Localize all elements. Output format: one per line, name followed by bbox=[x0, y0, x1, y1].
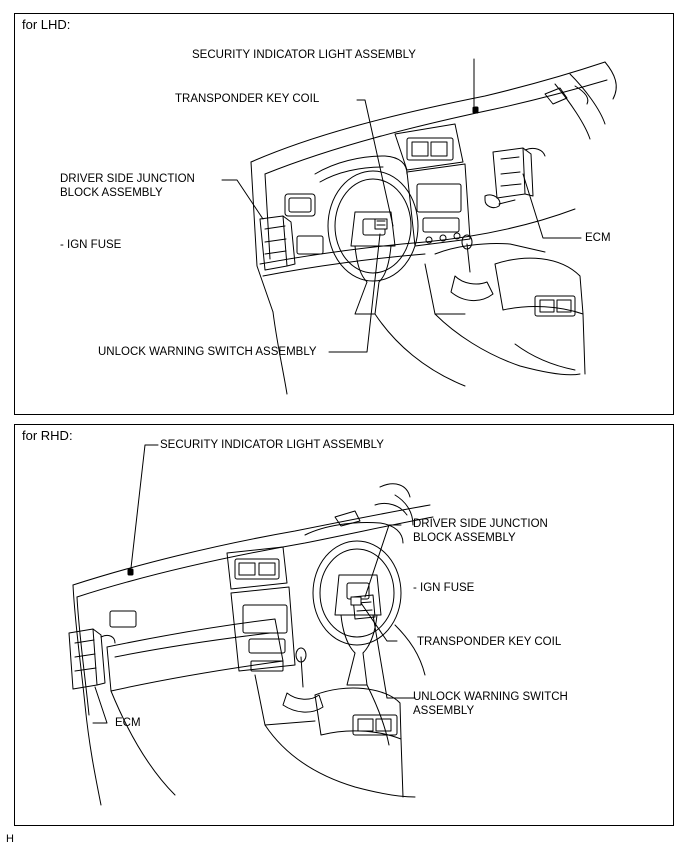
rhd-label-ign-fuse: - IGN FUSE bbox=[413, 582, 475, 594]
rhd-label-ecm: ECM bbox=[115, 717, 141, 729]
lhd-panel: for LHD: bbox=[14, 13, 674, 415]
lhd-label-junction-block-line2: BLOCK ASSEMBLY bbox=[60, 187, 163, 199]
rhd-label-junction-block-line2: BLOCK ASSEMBLY bbox=[413, 532, 516, 544]
rhd-label-unlock-switch-line2: ASSEMBLY bbox=[413, 705, 475, 717]
rhd-label-transponder-coil: TRANSPONDER KEY COIL bbox=[417, 636, 562, 648]
rhd-label-unlock-switch-line1: UNLOCK WARNING SWITCH bbox=[413, 691, 568, 703]
lhd-label-unlock-switch: UNLOCK WARNING SWITCH ASSEMBLY bbox=[98, 346, 317, 358]
lhd-label-ign-fuse: - IGN FUSE bbox=[60, 239, 122, 251]
lhd-label-transponder-coil: TRANSPONDER KEY COIL bbox=[175, 93, 320, 105]
lhd-label-ecm: ECM bbox=[585, 232, 611, 244]
lhd-label-security-indicator: SECURITY INDICATOR LIGHT ASSEMBLY bbox=[192, 49, 416, 61]
rhd-label-junction-block-line1: DRIVER SIDE JUNCTION bbox=[413, 518, 548, 530]
figure-code: H bbox=[6, 833, 14, 845]
rhd-panel: for RHD: bbox=[14, 424, 674, 826]
rhd-panel-title: for RHD: bbox=[22, 428, 73, 443]
rhd-label-security-indicator: SECURITY INDICATOR LIGHT ASSEMBLY bbox=[160, 439, 384, 451]
lhd-dashboard-drawing bbox=[221, 58, 617, 395]
rhd-dashboard-drawing bbox=[68, 444, 434, 806]
lhd-label-junction-block-line1: DRIVER SIDE JUNCTION bbox=[60, 173, 195, 185]
lhd-panel-title: for LHD: bbox=[22, 17, 71, 32]
